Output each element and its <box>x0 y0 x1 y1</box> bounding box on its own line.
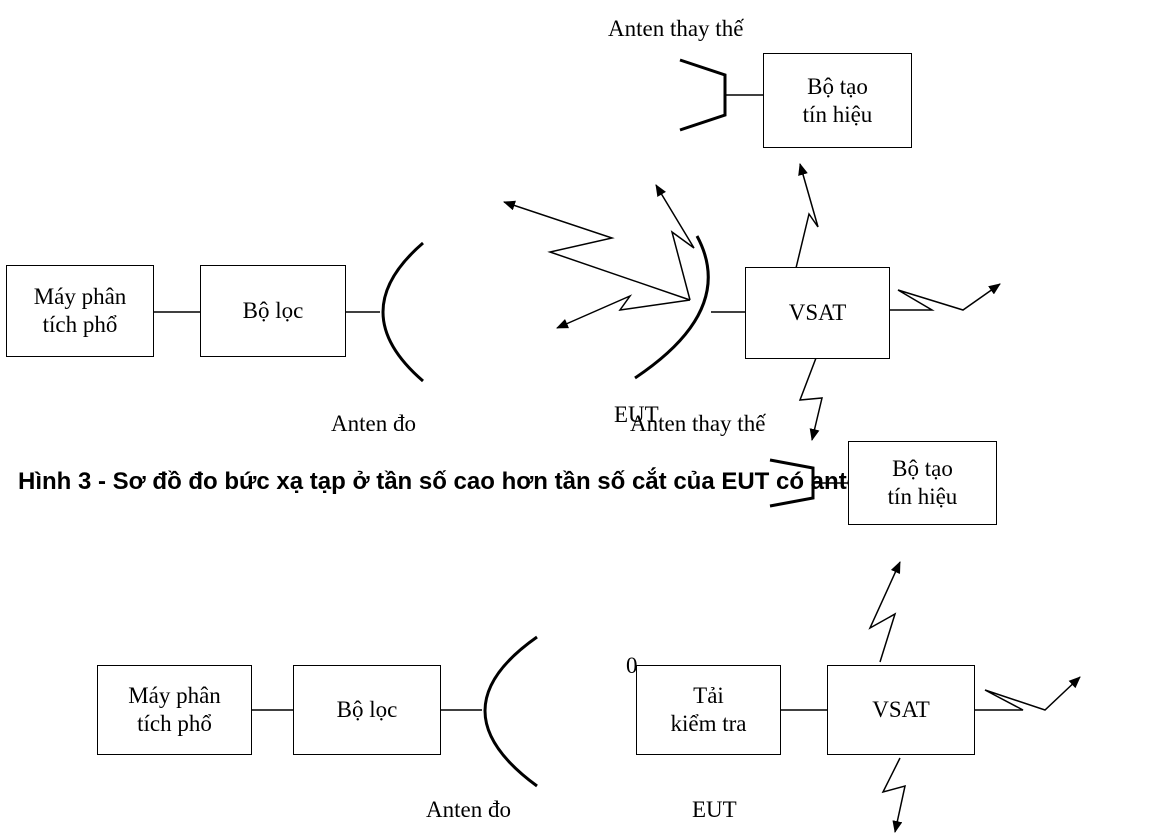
bottom-vsat-box: VSAT <box>827 665 975 755</box>
bottom-measuring-antenna-label: Anten đo <box>426 797 511 822</box>
bottom-signal-generator-box: Bộ tạo tín hiệu <box>848 441 997 525</box>
top-vsat-output-arrow <box>890 283 1001 311</box>
top-spectrum-analyzer-line1: Máy phân <box>33 284 127 309</box>
bottom-test-load-line1: Tải <box>693 683 724 708</box>
bottom-filter-box: Bộ lọc <box>293 665 441 755</box>
top-signal-generator-line1: Bộ tạo <box>807 73 868 99</box>
bottom-test-load-box: Tải kiểm tra <box>636 665 781 755</box>
bottom-spectrum-analyzer-line1: Máy phân <box>128 683 221 708</box>
bottom-measuring-antenna-icon <box>483 635 538 788</box>
bottom-vsat-to-signalgen-arrow <box>868 561 901 663</box>
top-substitute-antenna-label: Anten thay thế <box>608 16 744 41</box>
bottom-signal-generator-line1: Bộ tạo <box>892 456 953 481</box>
top-eut-antenna-icon <box>634 235 710 380</box>
top-vsat-down-arrow <box>798 357 823 441</box>
figure-caption: Hình 3 - Sơ đồ đo bức xạ tạp ở tần số ca… <box>18 468 875 495</box>
bottom-vsat-label: VSAT <box>872 697 930 722</box>
top-spectrum-analyzer-line2: tích phổ <box>42 312 118 337</box>
bottom-signal-generator-line2: tín hiệu <box>887 484 958 509</box>
bottom-test-load-line2: kiểm tra <box>670 711 747 736</box>
top-radiation-arrow-up <box>655 184 695 301</box>
top-measuring-antenna-icon <box>381 241 424 383</box>
bottom-vsat-output-arrow <box>975 676 1081 711</box>
top-vsat-to-signalgen-arrow <box>795 163 819 269</box>
top-signal-generator-box: Bộ tạo tín hiệu <box>763 53 912 148</box>
bottom-vsat-down-arrow <box>881 757 906 833</box>
top-measuring-antenna-label: Anten đo <box>331 411 416 436</box>
top-vsat-label: VSAT <box>788 300 847 325</box>
bottom-filter-label: Bộ lọc <box>336 697 398 722</box>
top-radiation-arrow-left-down <box>556 294 691 329</box>
bottom-zero-mark: 0 <box>626 653 638 678</box>
top-filter-label: Bộ lọc <box>242 298 304 323</box>
top-eut-label: EUT <box>614 402 659 427</box>
top-vsat-box: VSAT <box>745 267 890 359</box>
bottom-spectrum-analyzer-line2: tích phổ <box>137 711 212 736</box>
top-filter-box: Bộ lọc <box>200 265 346 357</box>
bottom-spectrum-analyzer-box: Máy phân tích phổ <box>97 665 252 755</box>
bottom-eut-label: EUT <box>692 797 737 822</box>
bottom-substitute-antenna-label: Anten thay thế <box>630 411 766 436</box>
top-signal-generator-line2: tín hiệu <box>802 101 873 127</box>
top-substitute-antenna-icon <box>679 58 727 132</box>
top-radiation-arrow-left-up <box>503 200 691 301</box>
top-spectrum-analyzer-box: Máy phân tích phổ <box>6 265 154 357</box>
